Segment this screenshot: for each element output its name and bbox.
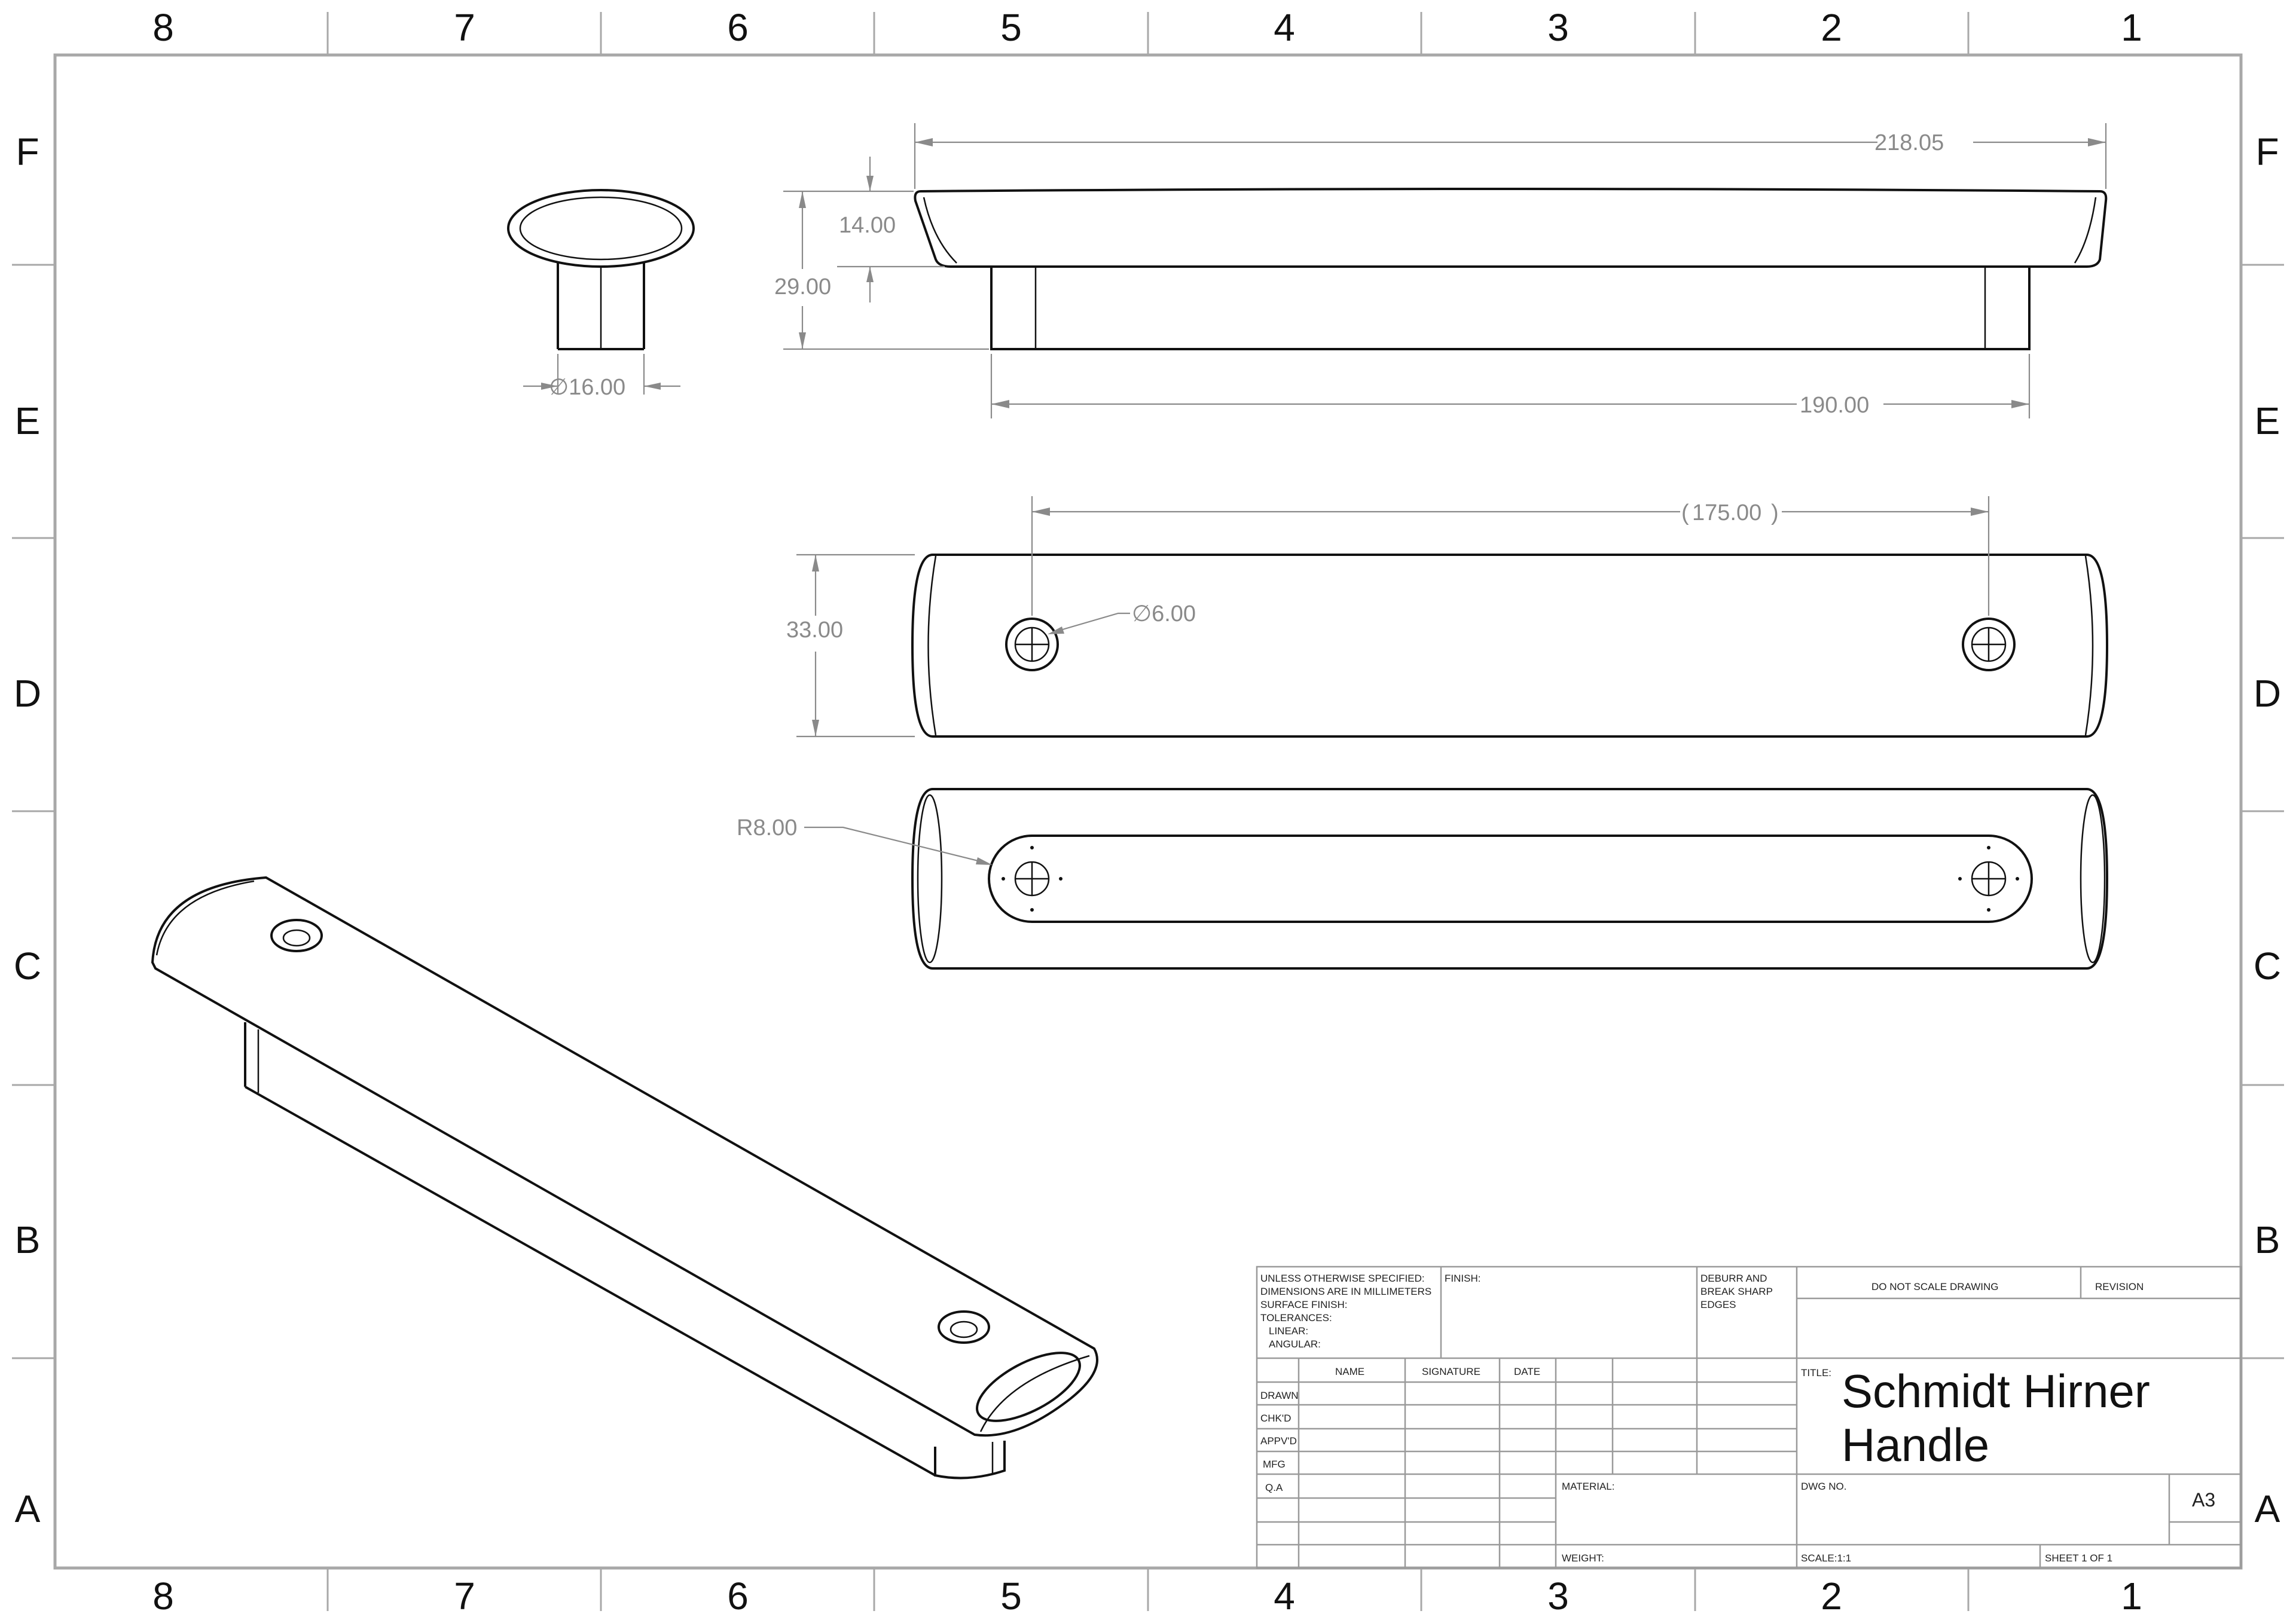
tb-do-not-scale: DO NOT SCALE DRAWING bbox=[1871, 1281, 1999, 1292]
column-label: 2 bbox=[1821, 6, 1842, 49]
row-label: E bbox=[15, 399, 41, 442]
column-label: 7 bbox=[454, 1575, 475, 1618]
column-label: 3 bbox=[1547, 1575, 1569, 1618]
tb-note: ANGULAR: bbox=[1269, 1338, 1321, 1350]
tb-deburr: DEBURR AND bbox=[1700, 1273, 1767, 1284]
tb-deburr: BREAK SHARP bbox=[1700, 1286, 1773, 1297]
column-label: 1 bbox=[2121, 6, 2142, 49]
tb-col-name: NAME bbox=[1335, 1366, 1364, 1377]
tb-scale: SCALE:1:1 bbox=[1801, 1552, 1851, 1564]
title-block: UNLESS OTHERWISE SPECIFIED: DIMENSIONS A… bbox=[1256, 1266, 2242, 1569]
column-label: 3 bbox=[1547, 6, 1569, 49]
column-label: 4 bbox=[1274, 1575, 1295, 1618]
row-label: A bbox=[2255, 1487, 2280, 1530]
dim-hole-diameter: ∅6.00 bbox=[1132, 601, 1196, 626]
column-label: 2 bbox=[1821, 1575, 1842, 1618]
tb-sheet-count: SHEET 1 OF 1 bbox=[2045, 1552, 2112, 1564]
svg-text:(: ( bbox=[1681, 500, 1689, 525]
svg-text:): ) bbox=[1771, 500, 1779, 525]
row-label: A bbox=[15, 1487, 41, 1530]
column-label: 5 bbox=[1000, 6, 1022, 49]
row-labels-left: F E D C B A bbox=[14, 130, 41, 1530]
column-label: 4 bbox=[1274, 6, 1295, 49]
row-label: E bbox=[2255, 399, 2280, 442]
dim-slot-radius: R8.00 bbox=[737, 815, 797, 840]
drawing-title-line1: Schmidt Hirner bbox=[1842, 1365, 2150, 1417]
isometric-view bbox=[151, 876, 1098, 1480]
row-label: F bbox=[2255, 130, 2279, 173]
tb-revision-label: REVISION bbox=[2095, 1281, 2144, 1292]
front-view: 218.05 14.00 29.00 190.00 bbox=[774, 123, 2108, 418]
tb-row-label: DRAWN bbox=[1260, 1390, 1299, 1401]
row-label: C bbox=[14, 945, 41, 988]
tb-dwg-no-label: DWG NO. bbox=[1801, 1481, 1847, 1492]
tb-note: SURFACE FINISH: bbox=[1260, 1299, 1347, 1310]
drawing-title-line2: Handle bbox=[1842, 1419, 1989, 1471]
column-label: 6 bbox=[727, 6, 749, 49]
row-label: D bbox=[2254, 672, 2281, 715]
bottom-view: R8.00 bbox=[737, 788, 2109, 970]
dim-width: 33.00 bbox=[786, 618, 843, 643]
column-label: 8 bbox=[152, 6, 174, 49]
tb-col-date: DATE bbox=[1514, 1366, 1540, 1377]
top-view: ( 175.00 ) 33.00 ∅6.00 bbox=[786, 496, 2109, 738]
column-label: 7 bbox=[454, 6, 475, 49]
tb-row-label: APPV'D bbox=[1260, 1435, 1297, 1447]
row-label: D bbox=[14, 672, 41, 715]
tb-note: TOLERANCES: bbox=[1260, 1312, 1332, 1324]
end-view: ∅16.00 bbox=[507, 189, 695, 400]
column-label: 5 bbox=[1000, 1575, 1022, 1618]
drawing-border bbox=[53, 53, 2243, 1570]
tb-note: UNLESS OTHERWISE SPECIFIED: bbox=[1260, 1273, 1425, 1284]
column-label: 6 bbox=[727, 1575, 749, 1618]
column-label: 8 bbox=[152, 1575, 174, 1618]
tb-row-label: Q.A bbox=[1265, 1482, 1283, 1493]
tb-sheet-size: A3 bbox=[2192, 1489, 2215, 1511]
row-label: F bbox=[16, 130, 39, 173]
tb-note: DIMENSIONS ARE IN MILLIMETERS bbox=[1260, 1286, 1431, 1297]
column-labels-top: 8 7 6 5 4 3 2 1 bbox=[152, 6, 2142, 49]
dim-total-height: 29.00 bbox=[774, 274, 831, 299]
row-label: B bbox=[15, 1218, 41, 1261]
row-label: C bbox=[2254, 945, 2281, 988]
tb-note: LINEAR: bbox=[1269, 1325, 1308, 1337]
dim-top-thickness: 14.00 bbox=[839, 213, 896, 238]
column-labels-bottom: 8 7 6 5 4 3 2 1 bbox=[152, 1575, 2142, 1618]
dim-post-diameter: ∅16.00 bbox=[549, 375, 625, 400]
dim-post-span: 190.00 bbox=[1800, 393, 1869, 418]
row-labels-right: F E D C B A bbox=[2254, 130, 2281, 1530]
tb-finish-label: FINISH: bbox=[1445, 1273, 1480, 1284]
tb-row-label: MFG bbox=[1263, 1459, 1286, 1470]
tb-deburr: EDGES bbox=[1700, 1299, 1736, 1310]
column-label: 1 bbox=[2121, 1575, 2142, 1618]
zone-ticks bbox=[12, 12, 2284, 1611]
dim-hole-spacing: 175.00 bbox=[1692, 500, 1761, 525]
tb-material-label: MATERIAL: bbox=[1562, 1481, 1614, 1492]
tb-row-label: CHK'D bbox=[1260, 1413, 1291, 1424]
dim-overall-length: 218.05 bbox=[1874, 130, 1944, 155]
row-label: B bbox=[2255, 1218, 2280, 1261]
tb-weight-label: WEIGHT: bbox=[1562, 1552, 1604, 1564]
tb-title-label: TITLE: bbox=[1801, 1367, 1831, 1379]
tb-col-signature: SIGNATURE bbox=[1422, 1366, 1480, 1377]
